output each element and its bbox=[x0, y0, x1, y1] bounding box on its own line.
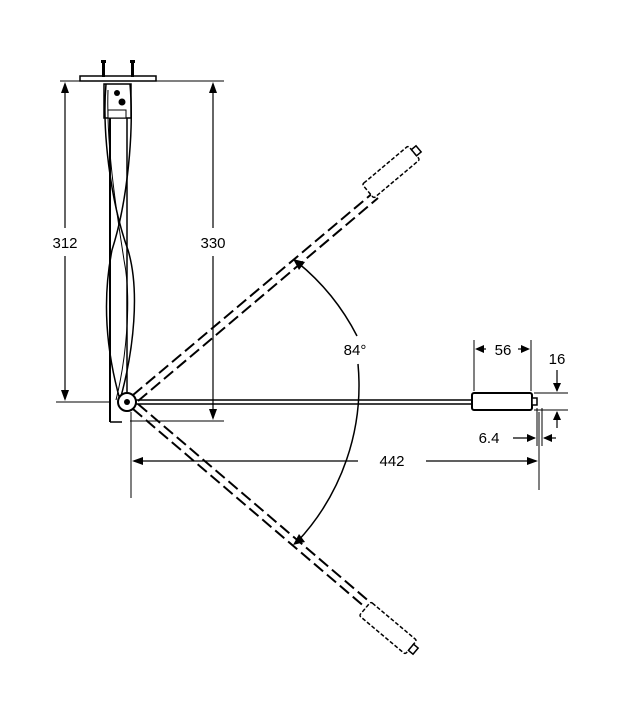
dim-label-312: 312 bbox=[52, 235, 77, 252]
dim-label-330: 330 bbox=[200, 235, 225, 252]
dim-label-442: 442 bbox=[379, 453, 404, 470]
dim-label-6-4: 6.4 bbox=[479, 430, 500, 447]
float-lower bbox=[359, 601, 417, 655]
dimension-6-4: 6.4 bbox=[479, 408, 556, 447]
mounting-plate bbox=[79, 75, 157, 82]
vertical-tube bbox=[104, 83, 136, 423]
float-arm-horizontal bbox=[136, 392, 538, 411]
float-upper bbox=[362, 145, 420, 199]
dim-label-56: 56 bbox=[495, 342, 512, 359]
dimension-312: 312 bbox=[52, 80, 110, 403]
dim-label-84-degrees: 84° bbox=[344, 342, 367, 359]
float-arm-lower-dashed bbox=[132, 403, 420, 656]
dimension-angle-84: 84° bbox=[293, 259, 366, 545]
float-horizontal bbox=[471, 392, 533, 411]
dimension-16: 16 bbox=[534, 351, 568, 428]
pivot bbox=[117, 392, 137, 412]
dim-label-16: 16 bbox=[549, 351, 566, 368]
dimension-442: 442 bbox=[130, 412, 540, 498]
dimension-56: 56 bbox=[473, 340, 532, 391]
dimension-330: 330 bbox=[130, 80, 226, 422]
float-arm-upper-dashed bbox=[132, 144, 423, 402]
mounting-head bbox=[79, 60, 157, 119]
